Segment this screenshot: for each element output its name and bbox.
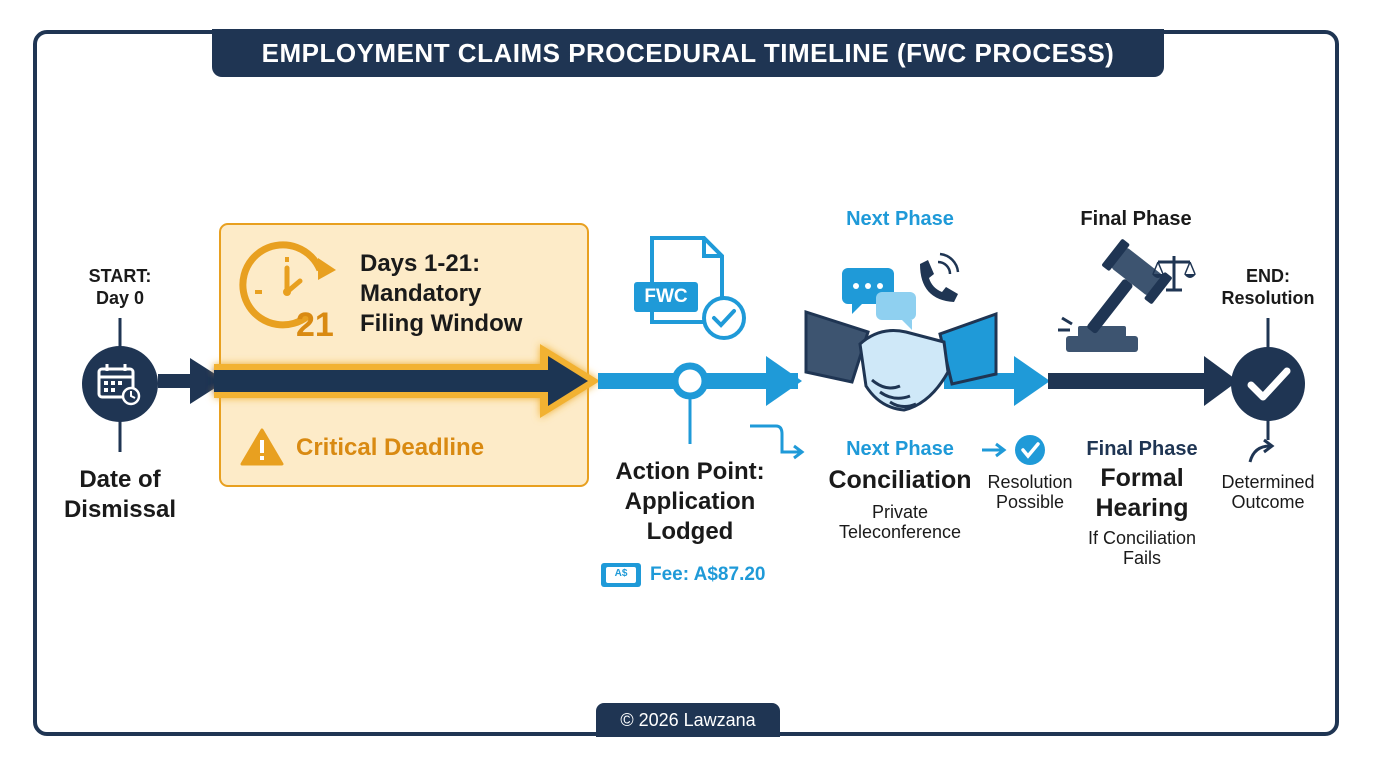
handshake-icon xyxy=(804,309,998,412)
start-day: Day 0 xyxy=(95,288,145,308)
resolution-check-icon xyxy=(982,435,1045,465)
scales-icon xyxy=(1152,256,1196,292)
lodged-node xyxy=(671,362,709,400)
lodged-line2: Application xyxy=(624,488,756,515)
money-icon-text: A$ xyxy=(614,568,628,579)
check-icon xyxy=(1247,367,1291,401)
clock-icon xyxy=(239,241,336,329)
window-title-line2: Mandatory xyxy=(360,280,482,307)
conciliation-top-label: Next Phase xyxy=(846,208,954,230)
outcome-line1: Determined xyxy=(1221,472,1315,492)
blue-arrow-1 xyxy=(766,356,802,406)
gavel-icon xyxy=(1058,239,1172,352)
window-title-line3: Filing Window xyxy=(360,310,523,337)
money-icon xyxy=(601,563,641,587)
hook-arrow-icon xyxy=(750,424,800,454)
conciliation-desc-line1: Private xyxy=(871,502,929,522)
hearing-name-line1: Formal xyxy=(1100,464,1184,492)
calendar-icon xyxy=(97,364,141,406)
lodged-line3: Lodged xyxy=(646,518,734,545)
blue-arrow-2 xyxy=(1014,356,1050,406)
resolution-possible-line2: Possible xyxy=(995,492,1065,512)
page-title: EMPLOYMENT CLAIMS PROCEDURAL TIMELINE (F… xyxy=(212,29,1164,77)
outcome-line2: Outcome xyxy=(1231,492,1305,512)
end-label: END: xyxy=(1246,266,1290,286)
critical-deadline-label: Critical Deadline xyxy=(296,434,485,461)
phone-icon xyxy=(920,252,960,302)
start-name-line2: Dismissal xyxy=(63,496,177,523)
resolution-possible-line1: Resolution xyxy=(987,472,1073,492)
hearing-phase-label: Final Phase xyxy=(1086,438,1198,460)
copyright-footer: © 2026 Lawzana xyxy=(596,703,780,737)
conciliation-name: Conciliation xyxy=(828,466,972,494)
document-icon xyxy=(634,236,746,340)
fee-label: Fee: A$87.20 xyxy=(650,564,766,585)
end-value: Resolution xyxy=(1221,288,1315,308)
chat-icon xyxy=(842,268,916,330)
hearing-desc-line1: If Conciliation xyxy=(1087,528,1197,548)
hearing-top-label: Final Phase xyxy=(1080,208,1192,230)
start-arrow-head xyxy=(190,358,226,404)
fwc-doc-label: FWC xyxy=(644,286,688,307)
outcome-arrow-icon xyxy=(1248,444,1271,463)
window-title-line1: Days 1-21: xyxy=(360,250,481,277)
clock-badge-number: 21 xyxy=(296,306,334,344)
filing-window-arrow xyxy=(214,344,600,418)
conciliation-phase-label: Next Phase xyxy=(846,438,954,460)
hearing-name-line2: Hearing xyxy=(1095,494,1189,522)
navy-line-end xyxy=(1048,373,1218,389)
hearing-desc-line2: Fails xyxy=(1122,548,1161,568)
start-label: START: xyxy=(88,266,152,286)
lodged-line1: Action Point: xyxy=(615,458,765,485)
filing-window-box xyxy=(219,223,589,487)
navy-arrow-end xyxy=(1204,356,1238,406)
start-name-line1: Date of xyxy=(79,466,161,493)
warning-icon xyxy=(240,428,284,466)
end-node xyxy=(1231,347,1305,421)
conciliation-desc-line2: Teleconference xyxy=(838,522,962,542)
